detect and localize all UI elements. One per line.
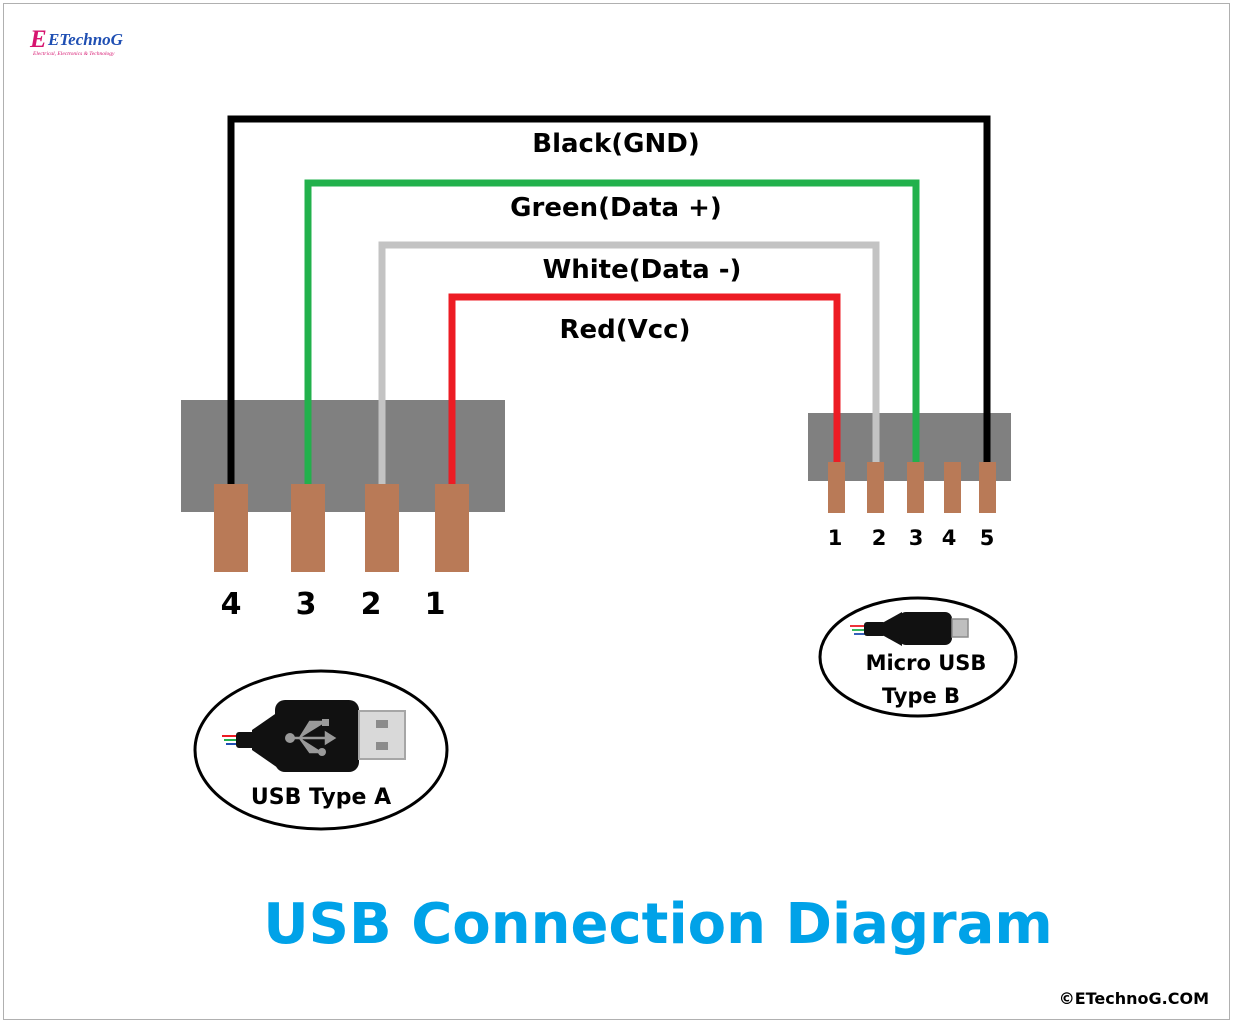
usb-type-a-illustration: USB Type A — [193, 669, 449, 831]
usb-a-pin-2 — [365, 484, 399, 572]
micro-usb-pin-5 — [979, 462, 996, 513]
copyright-text: ©ETechnoG.COM — [1059, 989, 1209, 1008]
diagram-frame — [3, 3, 1230, 1020]
logo-text: ETechnoG — [47, 30, 124, 49]
micro-usb-pin-2 — [867, 462, 884, 513]
wire-green-data-plus — [304, 179, 920, 484]
usb-type-a-caption: USB Type A — [251, 785, 391, 810]
wire-label-white: White(Data -) — [543, 255, 742, 285]
micro-usb-caption-line1: Micro USB — [866, 651, 987, 675]
usb-a-pin-4 — [214, 484, 248, 572]
usb-cable-icon — [222, 700, 406, 772]
wire-white-data-minus — [378, 241, 880, 484]
usb-a-pin-1 — [435, 484, 469, 572]
wire-label-green: Green(Data +) — [510, 193, 722, 223]
micro-usb-caption-line2: Type B — [882, 684, 960, 708]
logo-tagline: Electrical, Electronics & Technology — [32, 51, 115, 57]
micro-usb-pin-number: 3 — [909, 526, 924, 550]
usb-a-pin-number: 1 — [425, 587, 446, 622]
micro-usb-pin-number: 2 — [872, 526, 887, 550]
micro-usb-pin-1 — [828, 462, 845, 513]
micro-usb-cable-icon — [850, 612, 969, 646]
wire-red-vcc — [448, 293, 841, 484]
micro-usb-pin-4 — [944, 462, 961, 513]
logo: E ETechnoG Electrical, Electronics & Tec… — [29, 26, 124, 57]
micro-usb-illustration: Micro USB Type B — [818, 596, 1018, 718]
usb-a-pin-number: 4 — [221, 587, 242, 622]
usb-a-pin-3 — [291, 484, 325, 572]
micro-usb-pin-number: 5 — [980, 526, 995, 550]
micro-usb-pin-number: 1 — [828, 526, 843, 550]
micro-usb-pin-number: 4 — [942, 526, 957, 550]
micro-usb-pin-3 — [907, 462, 924, 513]
wire-black-gnd — [227, 115, 991, 484]
wire-label-black: Black(GND) — [532, 129, 699, 159]
diagram-title: USB Connection Diagram — [263, 892, 1053, 957]
usb-a-pin-number: 3 — [296, 587, 317, 622]
svg-text:E: E — [29, 26, 47, 53]
usb-a-pin-number: 2 — [361, 587, 382, 622]
wire-label-red: Red(Vcc) — [560, 315, 691, 345]
